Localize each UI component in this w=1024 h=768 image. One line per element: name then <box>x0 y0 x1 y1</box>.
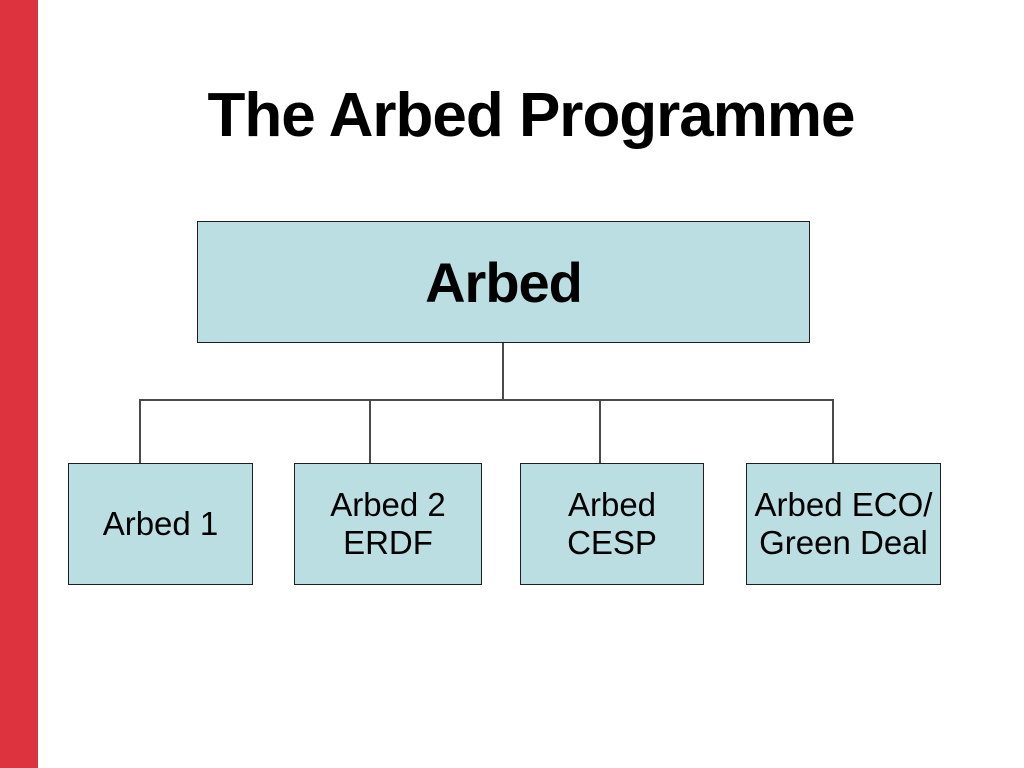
org-node-label-line: Arbed ECO/ <box>754 486 933 524</box>
connector-drop-4 <box>832 399 834 464</box>
org-node-label-line: CESP <box>567 524 657 561</box>
connector-drop-2 <box>369 399 371 464</box>
connector-drop-3 <box>599 399 601 464</box>
org-node-root: Arbed <box>197 221 810 343</box>
org-node-label-line: Arbed 1 <box>102 505 219 543</box>
org-node-arbed-1: Arbed 1 <box>68 463 253 585</box>
org-node-label-line: Arbed <box>567 486 657 524</box>
org-node-label-line: ERDF <box>343 524 433 561</box>
connector-drop-1 <box>139 399 141 464</box>
org-node-label-line: Arbed 2 <box>330 486 446 524</box>
slide-title: The Arbed Programme <box>207 80 855 150</box>
accent-bar <box>0 0 38 768</box>
org-node-arbed-2-erdf: Arbed 2 ERDF <box>294 463 482 585</box>
org-node-label-line: Green Deal <box>759 524 928 561</box>
org-node-arbed-cesp: Arbed CESP <box>520 463 704 585</box>
connector-horizontal <box>139 399 834 401</box>
connector-root-vertical <box>502 343 504 401</box>
org-node-root-label: Arbed <box>425 250 583 314</box>
org-node-arbed-eco-green-deal: Arbed ECO/ Green Deal <box>746 463 941 585</box>
